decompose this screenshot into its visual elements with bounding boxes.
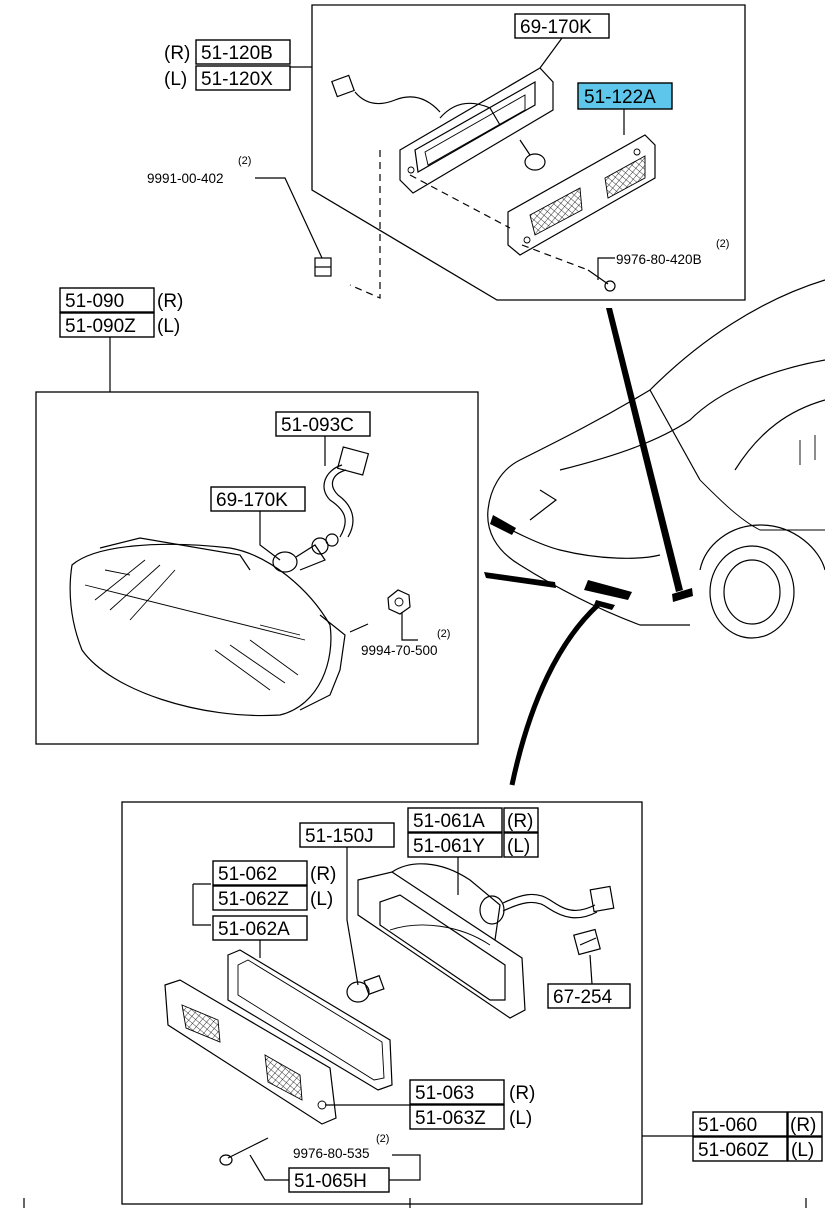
socket-r-tag: (R) bbox=[507, 811, 533, 832]
nut-icon bbox=[349, 589, 411, 633]
top-bulb-part: 69-170K bbox=[520, 17, 592, 38]
top-lens-part: 51-122A bbox=[584, 87, 656, 108]
front-screw-icon bbox=[219, 1137, 269, 1166]
front-lens-icon bbox=[164, 979, 337, 1125]
gasket-l-part: 51-062Z bbox=[218, 889, 289, 910]
gasket-r-part: 51-062 bbox=[218, 864, 277, 885]
fog-lamp-icon bbox=[69, 537, 346, 717]
fog-lamp-l-part: 51-090Z bbox=[65, 316, 136, 337]
front-lamp-l-part: 51-060Z bbox=[698, 1140, 769, 1161]
lamp-r-part: 51-120B bbox=[201, 43, 273, 64]
lens-r-part: 51-063 bbox=[415, 1083, 474, 1104]
lens-r-tag: (R) bbox=[509, 1083, 535, 1104]
nut-part: 9994-70-500 bbox=[361, 643, 438, 658]
pointer-fog bbox=[484, 572, 556, 588]
highlighted-part-box bbox=[577, 82, 673, 110]
front-bulb-part: 51-150J bbox=[305, 826, 374, 847]
lamp-l-part: 51-120X bbox=[201, 69, 273, 90]
lens-l-part: 51-063Z bbox=[415, 1108, 486, 1129]
front-screw-part: 9976-80-535 bbox=[293, 1146, 370, 1161]
front-frame bbox=[121, 801, 643, 1205]
front-assembly: 51-150J 51-061A (R) 51-061Y (L) 51-062 (… bbox=[121, 801, 823, 1205]
pointer-front bbox=[509, 603, 600, 786]
harness-icon bbox=[323, 446, 370, 538]
front-bulb-icon bbox=[346, 974, 385, 1003]
socket-r-part: 51-061A bbox=[413, 811, 485, 832]
lamp-r-tag: (R) bbox=[164, 43, 190, 64]
connector-icon bbox=[573, 928, 601, 956]
fog-assembly: 51-090 (R) 51-090Z (L) 51-093C 69-170K (… bbox=[35, 287, 479, 745]
top-assembly: (R) 51-120B (L) 51-120X 69-170K 51-122A … bbox=[147, 4, 746, 301]
gasket-r-tag: (R) bbox=[310, 864, 336, 885]
side-lens-icon bbox=[507, 134, 656, 256]
lamp-l-tag: (L) bbox=[164, 69, 187, 90]
gasket-l-tag: (L) bbox=[310, 889, 333, 910]
gasket-a-part: 51-062A bbox=[218, 919, 290, 940]
fog-lamp-l-tag: (L) bbox=[157, 316, 180, 337]
top-frame bbox=[311, 4, 746, 301]
fog-lamp-r-tag: (R) bbox=[157, 291, 183, 312]
front-lamp-r-tag: (R) bbox=[790, 1115, 816, 1136]
front-screw-qty: (2) bbox=[376, 1133, 389, 1145]
gasket-icon bbox=[227, 949, 393, 1091]
front-lamp-r-part: 51-060 bbox=[698, 1115, 757, 1136]
connector-part: 67-254 bbox=[553, 987, 613, 1008]
fog-bulb-icon bbox=[272, 533, 339, 573]
screw2-part: 9976-80-420B bbox=[616, 252, 702, 267]
socket-l-tag: (L) bbox=[507, 836, 530, 857]
screw-icon bbox=[314, 257, 332, 277]
socket-l-part: 51-061Y bbox=[413, 836, 485, 857]
turn-lamp-housing-icon bbox=[357, 863, 615, 1019]
fog-bulb-part: 69-170K bbox=[216, 490, 288, 511]
fog-harness-part: 51-093C bbox=[281, 415, 354, 436]
screw-part-number: 51-065H bbox=[294, 1171, 367, 1192]
lens-l-tag: (L) bbox=[509, 1108, 532, 1129]
side-lamp-body-icon bbox=[331, 67, 554, 194]
nut-qty: (2) bbox=[437, 628, 450, 640]
fog-lamp-r-part: 51-090 bbox=[65, 291, 124, 312]
screw2-qty: (2) bbox=[716, 238, 729, 250]
pointer-top bbox=[606, 308, 683, 592]
crop-marks bbox=[23, 1198, 807, 1208]
front-lamp-l-tag: (L) bbox=[791, 1140, 814, 1161]
screw-qty: (2) bbox=[238, 155, 251, 167]
screw2-icon bbox=[587, 269, 616, 292]
screw-part: 9991-00-402 bbox=[147, 171, 224, 186]
fog-frame bbox=[35, 391, 479, 745]
car-front-icon bbox=[487, 279, 825, 639]
